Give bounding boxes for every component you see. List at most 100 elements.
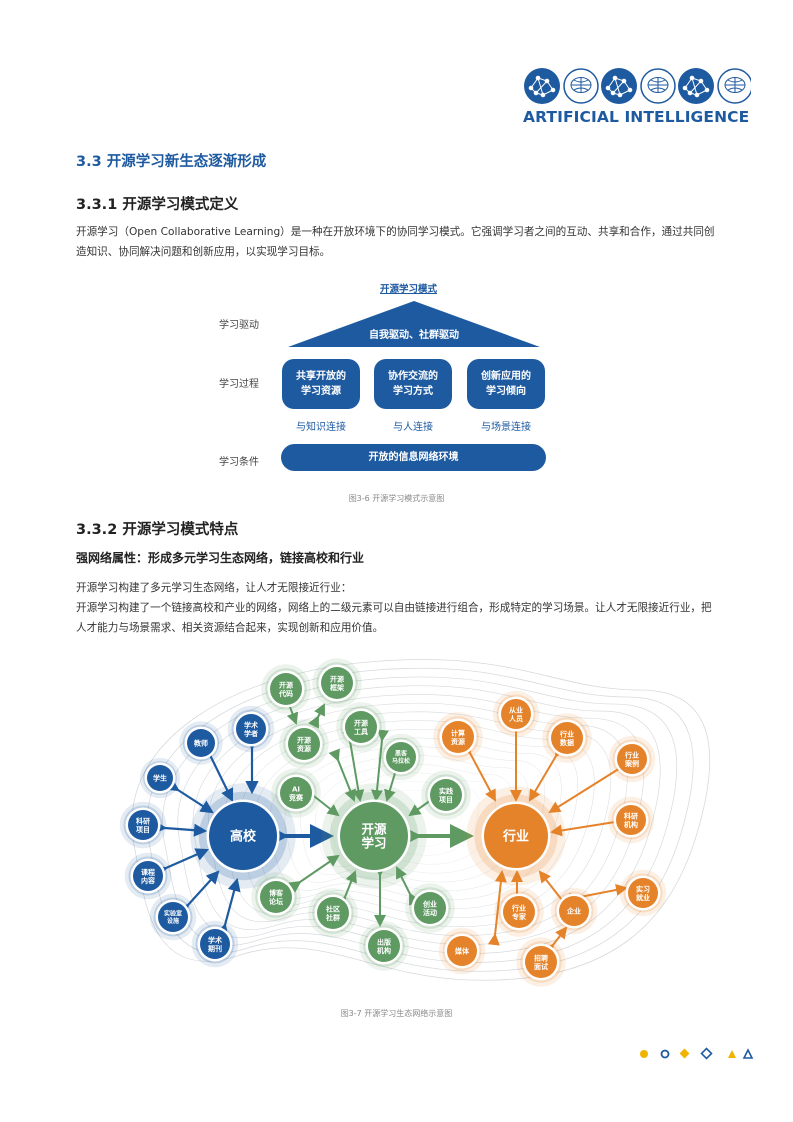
connection-arrow xyxy=(165,778,214,814)
connection-arrow xyxy=(288,854,340,893)
node-label: 计算 xyxy=(451,728,465,737)
process-box-resources: 共享开放的 学习资源 xyxy=(282,359,360,409)
connection-arrow xyxy=(384,761,404,802)
connect-knowledge-label: 与知识连接 xyxy=(296,422,346,433)
footer-dot-icon xyxy=(640,1050,648,1058)
definition-paragraph: 开源学习（Open Collaborative Learning）是一种在开放环… xyxy=(76,226,715,258)
subsection-title-definition: 3.3.1 开源学习模式定义 xyxy=(76,197,239,213)
node-label: 招聘 xyxy=(534,953,548,962)
connection-arrow xyxy=(335,870,357,909)
node-label: AI xyxy=(292,785,300,793)
connect-scene-label: 与场景连接 xyxy=(481,422,531,433)
node-label: 社区 xyxy=(325,904,340,913)
node-label: 专家 xyxy=(512,912,527,921)
process-box-tendency: 创新应用的 学习倾向 xyxy=(467,359,545,409)
row-label-condition: 学习条件 xyxy=(219,457,259,468)
node-label: 行业 xyxy=(559,729,574,738)
node-label: 面试 xyxy=(534,962,548,971)
node-label: 活动 xyxy=(423,908,437,917)
hub-open-learning: 开源学习 xyxy=(321,783,427,889)
connection-arrow xyxy=(199,742,234,802)
connection-arrow xyxy=(308,703,325,729)
roof-text: 自我驱动、社群驱动 xyxy=(369,330,459,341)
node-label: 开源 xyxy=(361,822,387,837)
node-label: 学术 xyxy=(208,935,222,944)
row-label-drive: 学习驱动 xyxy=(219,320,259,331)
connection-arrow xyxy=(487,870,507,946)
node-label: 机构 xyxy=(624,820,638,829)
footer-diamond-icon xyxy=(679,1048,690,1059)
node-label: 企业 xyxy=(566,907,581,916)
footer-ring-icon xyxy=(660,1049,670,1059)
node-label: 人员 xyxy=(509,714,523,723)
footer-triangle-icon xyxy=(728,1050,736,1058)
connection-arrow xyxy=(371,729,389,802)
node-label: 实习 xyxy=(636,884,650,893)
connection-arrow xyxy=(298,782,340,817)
node-label: 媒体 xyxy=(454,947,470,956)
node-label: 实验室 xyxy=(164,909,182,917)
node-label: 案例 xyxy=(625,759,639,768)
subsection-title-features: 3.3.2 开源学习模式特点 xyxy=(76,522,239,538)
node-label: 竞赛 xyxy=(288,793,304,802)
connection-arrow xyxy=(550,814,626,837)
ecosystem-network-diagram: 高校开源学习行业教师学术学者学生科研项目课程内容实验室设施学术期刊开源代码开源框… xyxy=(119,658,711,987)
brain-network-icons xyxy=(524,68,753,104)
node-label: 资源 xyxy=(451,737,465,746)
footer-diamond-outline-icon xyxy=(700,1047,713,1060)
node-label: 学生 xyxy=(153,774,167,783)
node-label: 开源 xyxy=(297,735,311,744)
connection-arrows xyxy=(153,695,629,957)
process-box-methods: 协作交流的 学习方式 xyxy=(374,359,452,409)
node-label: 马拉松 xyxy=(392,757,410,765)
node-label: 实践 xyxy=(439,786,453,795)
footer-triangle-outline-icon xyxy=(742,1048,754,1059)
connection-arrow xyxy=(215,877,241,938)
connection-arrow xyxy=(548,759,629,814)
feature-paragraph-1: 开源学习构建了多元学习生态网络，让人才无限接近行业： xyxy=(76,582,352,594)
hub-university: 高校 xyxy=(190,783,296,889)
header-logo xyxy=(523,66,753,106)
node-label: 行业 xyxy=(502,829,529,845)
node-label: 就业 xyxy=(636,893,650,902)
feature-heading: 强网络属性：形成多元学习生态网络，链接高校和行业 xyxy=(76,551,365,565)
connection-arrow xyxy=(153,848,210,879)
node-university-related: 教师 xyxy=(179,721,223,765)
section-title: 3.3 开源学习新生态逐渐形成 xyxy=(76,154,267,170)
node-label: 学习 xyxy=(361,836,386,851)
node-label: 机构 xyxy=(377,946,391,955)
node-label: 学者 xyxy=(244,729,258,738)
node-label: 内容 xyxy=(141,876,155,885)
node-label: 创业 xyxy=(422,899,437,908)
connection-arrow xyxy=(408,789,443,817)
footer-decoration xyxy=(640,1047,754,1060)
node-label: 框架 xyxy=(330,683,344,692)
figure-caption-3-6: 图3-6 开源学习模式示意图 xyxy=(348,494,445,503)
network-nodes: 高校开源学习行业教师学术学者学生科研项目课程内容实验室设施学术期刊开源代码开源框… xyxy=(119,658,667,987)
node-label: 数据 xyxy=(560,738,574,747)
connect-people-label: 与人连接 xyxy=(393,422,433,433)
connection-arrow xyxy=(175,870,220,918)
figure-caption-3-7: 图3-7 开源学习生态网络示意图 xyxy=(340,1009,453,1018)
node-label: 教师 xyxy=(193,739,208,748)
node-label: 工具 xyxy=(354,727,368,736)
